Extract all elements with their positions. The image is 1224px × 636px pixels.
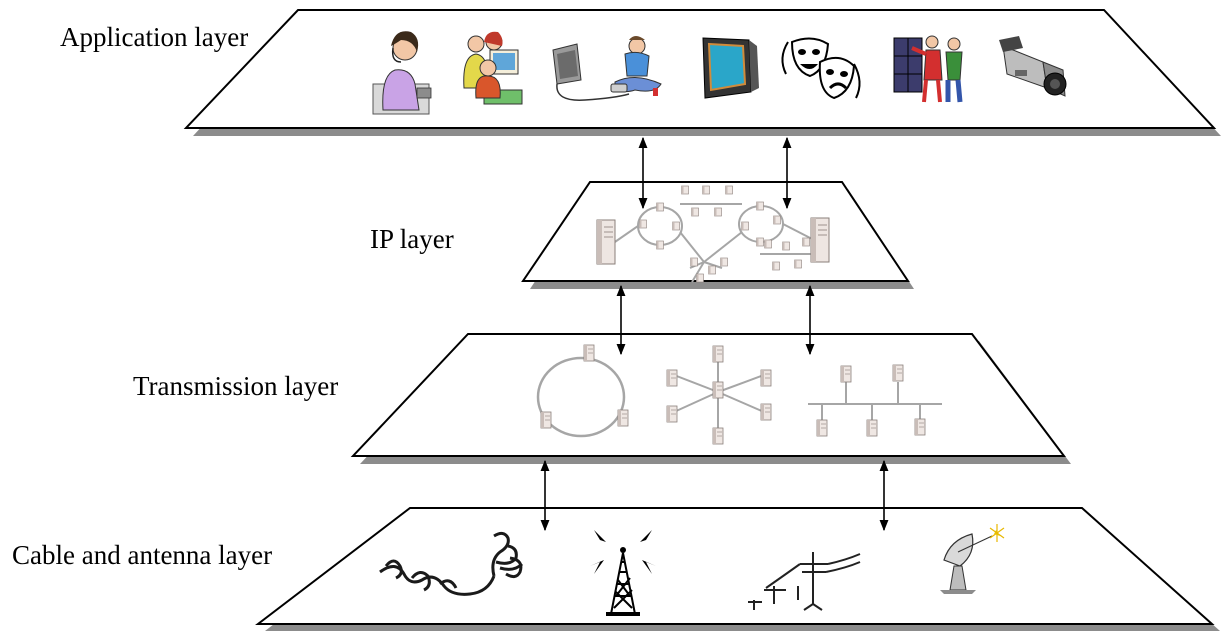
ip-layer-label: IP layer — [370, 224, 454, 254]
transmission-layer-plane — [350, 333, 1071, 464]
application-layer-plane — [183, 9, 1221, 136]
power-pylon-icon — [748, 552, 861, 611]
cable-antenna-layer-plane — [255, 507, 1220, 631]
video-camera-icon — [999, 36, 1067, 97]
radio-antenna-icon — [588, 530, 658, 616]
inter-layer-arrows — [540, 136, 889, 532]
transmission-layer-label: Transmission layer — [133, 371, 339, 401]
server-icon — [596, 219, 616, 265]
coiled-cable-icon — [379, 531, 524, 596]
application-layer-label: Application layer — [60, 22, 249, 52]
server-icon — [810, 217, 830, 263]
video-wall-icon — [893, 35, 963, 103]
theater-masks-icon — [781, 37, 861, 100]
ip-layer-plane — [521, 181, 914, 289]
cable-antenna-layer-label: Cable and antenna layer — [12, 540, 273, 570]
game-player-icon — [552, 36, 662, 101]
satellite-dish-icon — [940, 524, 1005, 594]
headset-operator-icon — [372, 31, 432, 115]
ip-network-graphic — [596, 185, 830, 283]
star-topology-icon — [666, 345, 772, 445]
bus-topology-icon — [808, 364, 942, 437]
ring-topology-icon — [536, 344, 629, 438]
office-workers-icon — [463, 31, 523, 105]
television-icon — [702, 37, 759, 99]
